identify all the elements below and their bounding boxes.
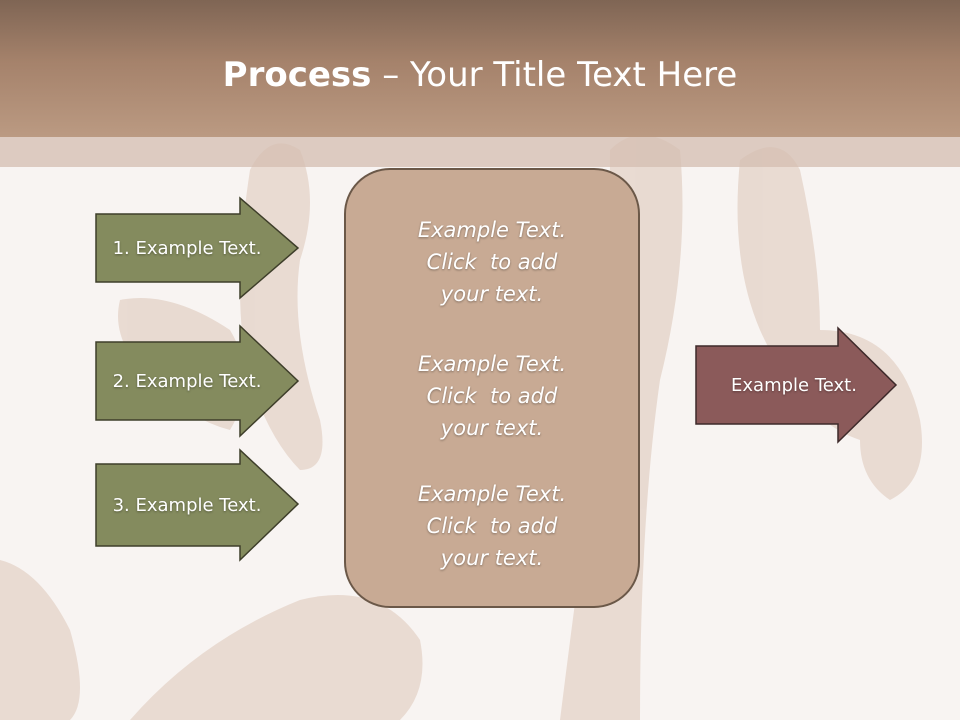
step-label: 1. Example Text. xyxy=(112,237,262,259)
block-line: your text. xyxy=(440,282,544,306)
arrow-shape xyxy=(695,326,898,444)
output-label: Example Text. xyxy=(731,374,857,396)
block-line: Click to add xyxy=(426,384,558,408)
block-line: your text. xyxy=(440,546,544,570)
block-line: Click to add xyxy=(426,514,558,538)
slide-title[interactable]: Process – Your Title Text Here xyxy=(0,52,960,98)
title-bold: Process xyxy=(222,55,372,95)
block-line: Example Text. xyxy=(417,352,567,376)
step-label: 3. Example Text. xyxy=(112,494,262,516)
title-band xyxy=(0,137,960,167)
step-arrow-3[interactable]: 3. Example Text. xyxy=(94,448,300,562)
text-block-3: Example Text. Click to add your text. xyxy=(346,478,638,574)
block-line: Example Text. xyxy=(417,482,567,506)
step-arrow-1[interactable]: 1. Example Text. xyxy=(94,196,300,300)
title-bar xyxy=(0,0,960,137)
block-line: Click to add xyxy=(426,250,558,274)
center-text-box[interactable]: Example Text. Click to add your text. Ex… xyxy=(344,168,640,608)
step-arrow-2[interactable]: 2. Example Text. xyxy=(94,324,300,438)
arrow-shape xyxy=(95,324,300,438)
arrow-shape xyxy=(95,196,300,300)
block-line: your text. xyxy=(440,416,544,440)
text-block-1: Example Text. Click to add your text. xyxy=(346,214,638,310)
title-rest: Your Title Text Here xyxy=(410,55,738,95)
arrow-shape xyxy=(95,448,300,562)
step-label: 2. Example Text. xyxy=(112,370,262,392)
block-line: Example Text. xyxy=(417,218,567,242)
output-arrow[interactable]: Example Text. xyxy=(694,326,900,444)
text-block-2: Example Text. Click to add your text. xyxy=(346,348,638,444)
title-dash: – xyxy=(371,55,411,95)
